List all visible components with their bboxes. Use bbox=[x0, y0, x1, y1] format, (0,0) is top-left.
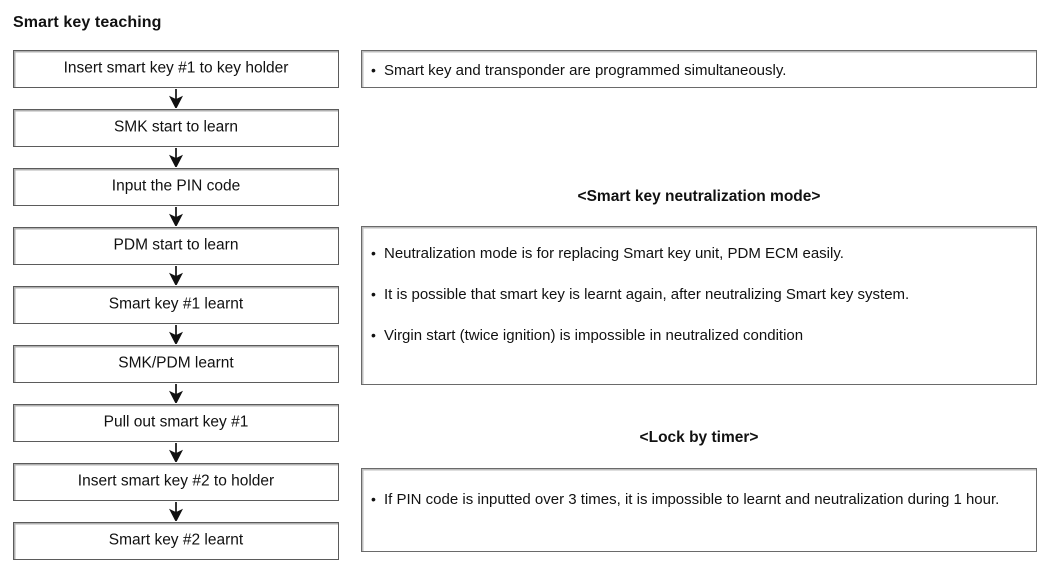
flow-step-label: Smart key #1 learnt bbox=[108, 295, 244, 313]
note-list-lock-by-timer: • If PIN code is inputted over 3 times, … bbox=[362, 489, 1036, 510]
flow-step: Smart key #1 learnt bbox=[13, 286, 339, 324]
flow-step-label: Insert smart key #2 to holder bbox=[77, 472, 275, 490]
flow-step-label: SMK/PDM learnt bbox=[118, 354, 234, 372]
flow-step-box: SMK/PDM learnt bbox=[13, 345, 339, 383]
note-panel-simultaneous: • Smart key and transponder are programm… bbox=[361, 50, 1037, 88]
flow-step-box: SMK start to learn bbox=[13, 109, 339, 147]
arrow-down-icon bbox=[13, 324, 339, 345]
flow-step: SMK/PDM learnt bbox=[13, 345, 339, 383]
bullet-icon: • bbox=[371, 245, 376, 261]
flow-step-box: Insert smart key #1 to key holder bbox=[13, 50, 339, 88]
flow-step-label: Smart key #2 learnt bbox=[108, 531, 244, 549]
list-item: • Smart key and transponder are programm… bbox=[362, 60, 1036, 81]
bullet-icon: • bbox=[371, 491, 376, 507]
bullet-icon: • bbox=[371, 286, 376, 302]
note-list-simultaneous: • Smart key and transponder are programm… bbox=[362, 60, 1036, 81]
flow-step-box: Pull out smart key #1 bbox=[13, 404, 339, 442]
flow-step-label: Input the PIN code bbox=[111, 177, 241, 195]
bullet-icon: • bbox=[371, 327, 376, 343]
list-item: • Virgin start (twice ignition) is impos… bbox=[362, 325, 1036, 346]
flow-step: Insert smart key #1 to key holder bbox=[13, 50, 339, 88]
note-list-neutralization: • Neutralization mode is for replacing S… bbox=[362, 243, 1036, 346]
note-text: Smart key and transponder are programmed… bbox=[384, 62, 787, 79]
flow-step-label: Insert smart key #1 to key holder bbox=[63, 59, 289, 77]
arrow-down-icon bbox=[13, 383, 339, 404]
note-panel-neutralization: • Neutralization mode is for replacing S… bbox=[361, 226, 1037, 385]
flow-step-box: Smart key #1 learnt bbox=[13, 286, 339, 324]
flow-step: SMK start to learn bbox=[13, 109, 339, 147]
flow-step-box: Insert smart key #2 to holder bbox=[13, 463, 339, 501]
list-item: • Neutralization mode is for replacing S… bbox=[362, 243, 1036, 264]
flow-step-box: PDM start to learn bbox=[13, 227, 339, 265]
page-title: Smart key teaching bbox=[13, 14, 162, 31]
note-text: Neutralization mode is for replacing Sma… bbox=[384, 245, 844, 262]
arrow-down-icon bbox=[13, 88, 339, 109]
flow-step-box: Input the PIN code bbox=[13, 168, 339, 206]
flow-step-box: Smart key #2 learnt bbox=[13, 522, 339, 560]
section-heading-lock-by-timer: <Lock by timer> bbox=[639, 429, 759, 446]
arrow-down-icon bbox=[13, 147, 339, 168]
note-panel-lock-by-timer: • If PIN code is inputted over 3 times, … bbox=[361, 468, 1037, 552]
note-text: Virgin start (twice ignition) is impossi… bbox=[384, 327, 804, 344]
note-text: If PIN code is inputted over 3 times, it… bbox=[384, 491, 1000, 508]
list-item: • If PIN code is inputted over 3 times, … bbox=[362, 489, 1036, 510]
list-item: • It is possible that smart key is learn… bbox=[362, 284, 1036, 305]
flow-step: Pull out smart key #1 bbox=[13, 404, 339, 442]
flow-step: Input the PIN code bbox=[13, 168, 339, 206]
bullet-icon: • bbox=[371, 62, 376, 78]
flow-step-label: PDM start to learn bbox=[113, 236, 239, 254]
section-heading-neutralization: <Smart key neutralization mode> bbox=[577, 188, 821, 205]
flow-step-label: Pull out smart key #1 bbox=[103, 413, 249, 431]
note-text: It is possible that smart key is learnt … bbox=[384, 286, 910, 303]
arrow-down-icon bbox=[13, 442, 339, 463]
flow-step: Smart key #2 learnt bbox=[13, 522, 339, 560]
flow-step: Insert smart key #2 to holder bbox=[13, 463, 339, 501]
flow-step: PDM start to learn bbox=[13, 227, 339, 265]
flow-step-label: SMK start to learn bbox=[113, 118, 239, 136]
arrow-down-icon bbox=[13, 501, 339, 522]
arrow-down-icon bbox=[13, 265, 339, 286]
arrow-down-icon bbox=[13, 206, 339, 227]
